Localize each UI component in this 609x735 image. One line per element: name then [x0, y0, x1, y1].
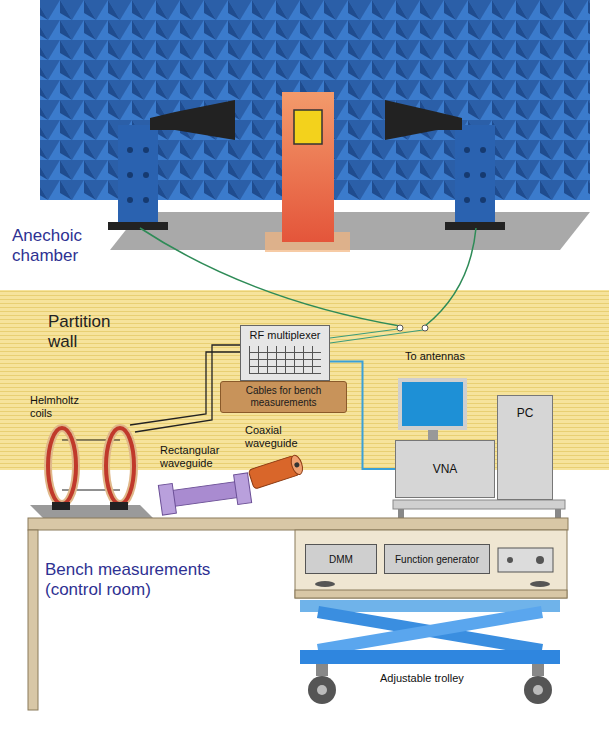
trolley-label: Adjustable trolley	[380, 672, 510, 685]
coil-label: Helmholtz coils	[30, 394, 102, 420]
cable-shelf: Cables for bench measurements	[220, 381, 347, 413]
chamber-label: Anechoic chamber	[12, 226, 112, 266]
antenna-note: To antennas	[405, 350, 485, 363]
box-label: RF multiplexer	[250, 329, 321, 341]
box-label: Function generator	[395, 554, 479, 565]
waveguide-label: Rectangular waveguide	[160, 444, 252, 470]
function-generator-box: Function generator	[384, 544, 490, 574]
coax-label: Coaxial waveguide	[245, 424, 317, 450]
dmm-box: DMM	[305, 544, 377, 574]
wall-label: Partition wall	[48, 312, 143, 352]
pc-tower: PC	[497, 395, 553, 500]
shelf-label: Cables for bench measurements	[225, 385, 342, 409]
multiplexer-box: RF multiplexer	[240, 325, 330, 381]
box-label: DMM	[329, 554, 353, 565]
cable-connector	[330, 361, 395, 469]
bench-label: Bench measurements (control room)	[45, 560, 240, 600]
box-label: PC	[517, 406, 534, 420]
box-label: VNA	[433, 462, 458, 476]
vna-box: VNA	[395, 440, 495, 498]
